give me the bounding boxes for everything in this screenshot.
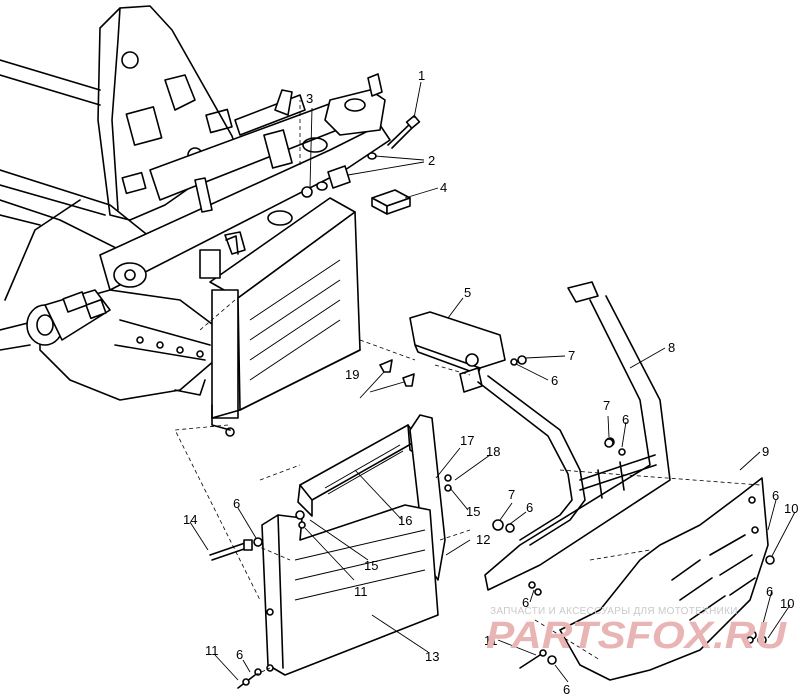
callout-6-top: 6: [551, 373, 558, 388]
callout-6-skid: 6: [772, 488, 779, 503]
bracket-part-16: [297, 424, 419, 517]
callout-9: 9: [762, 444, 769, 459]
callout-4: 4: [440, 180, 447, 195]
callout-10-lower: 10: [780, 596, 794, 611]
callout-11-mid: 11: [354, 584, 368, 599]
callout-6-bottom: 6: [563, 682, 570, 697]
callout-13: 13: [425, 649, 439, 664]
callout-5: 5: [464, 285, 471, 300]
callout-6-bumper: 6: [522, 595, 529, 610]
callout-14: 14: [183, 512, 197, 527]
push-pins-part-19: [379, 359, 415, 387]
callout-6-bottom-left: 6: [236, 647, 243, 662]
callout-6-skid-lower: 6: [766, 584, 773, 599]
fastener-14: [209, 537, 263, 561]
radiator: [199, 197, 361, 437]
callout-1: 1: [418, 68, 425, 83]
callout-11-right: 11: [484, 633, 498, 648]
block-part-4: [371, 189, 411, 215]
fastener-11-lower: [237, 668, 262, 689]
callout-7-lower: 7: [508, 487, 515, 502]
leader-lines: [189, 81, 796, 683]
callout-3: 3: [306, 91, 313, 106]
callout-17: 17: [460, 433, 474, 448]
fastener-11-right: [519, 649, 547, 669]
callout-2: 2: [428, 153, 435, 168]
callout-15-left: 15: [364, 558, 378, 573]
bolt-part-1: [387, 114, 421, 149]
watermark-brand: PARTSFOX.RU: [486, 615, 788, 657]
callout-7-mid: 7: [603, 398, 610, 413]
panel-part-13: [261, 504, 439, 676]
skid-plate-part-9: [547, 477, 775, 681]
callout-19: 19: [345, 367, 359, 382]
washers-part-2: [316, 152, 377, 191]
nut-part-3: [301, 186, 313, 198]
assembly-lines: [174, 100, 761, 676]
watermark-tagline: ЗАПЧАСТИ И АКСЕССУАРЫ ДЛЯ МОТОТЕХНИКИ: [490, 606, 738, 617]
callout-7-top: 7: [568, 348, 575, 363]
callout-labels: 1 2 3 4 5 7 6 8 7 6 9 6 10 6 10 6 6 11 1…: [183, 68, 798, 697]
callout-11-left: 11: [205, 643, 219, 658]
fastener-15: [295, 510, 306, 529]
callout-16: 16: [398, 513, 412, 528]
callout-6-lower: 6: [526, 500, 533, 515]
callout-18: 18: [486, 444, 500, 459]
frame-assembly: [0, 5, 391, 401]
callout-8: 8: [668, 340, 675, 355]
callout-15-right: 15: [466, 504, 480, 519]
callout-10-top: 10: [784, 501, 798, 516]
callout-6-left: 6: [233, 496, 240, 511]
watermark: ЗАПЧАСТИ И АКСЕССУАРЫ ДЛЯ МОТОТЕХНИКИ PA…: [486, 606, 788, 657]
bumper-part-8: [477, 281, 671, 591]
callout-6-mid: 6: [622, 412, 629, 427]
callout-12: 12: [476, 532, 490, 547]
panel-part-12: [409, 414, 452, 581]
shroud-part-5: [409, 311, 527, 393]
